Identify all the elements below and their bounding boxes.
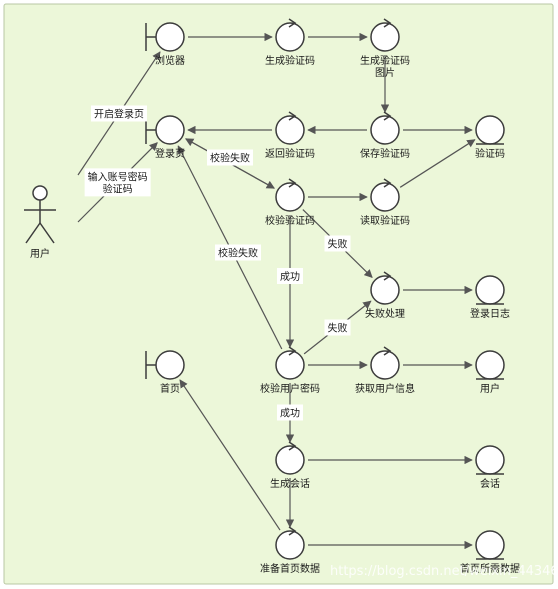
- node-login-log: 登录日志: [470, 275, 510, 320]
- edge-prep-home-to-home-page: [179, 379, 281, 531]
- control-icon: [275, 111, 305, 145]
- control-icon: [275, 18, 305, 52]
- node-label: 生成验证码: [360, 54, 410, 67]
- entity-icon: [475, 445, 505, 475]
- edge-label-text: 失败: [328, 238, 348, 251]
- edge-label-text: 失败: [328, 322, 348, 335]
- watermark-text: https://blog.csdn.net/weixin_44346686: [330, 564, 558, 579]
- node-label: 获取用户信息: [355, 382, 415, 395]
- edge-label: 失败: [324, 235, 351, 252]
- edge-read-code-to-code-entity: [399, 139, 476, 188]
- node-label: 验证码: [475, 147, 505, 160]
- node-label: 保存验证码: [360, 147, 410, 160]
- entity-icon: [475, 350, 505, 380]
- node-label: 校验验证码: [265, 214, 315, 227]
- entity-icon: [475, 275, 505, 305]
- node-get-user-info: 获取用户信息: [355, 346, 415, 395]
- node-read-code: 读取验证码: [360, 178, 410, 227]
- edge-label-text: 校验失败: [210, 152, 250, 165]
- node-label: 校验用户密码: [260, 382, 320, 395]
- control-icon: [275, 441, 305, 475]
- node-label: 会话: [480, 477, 500, 490]
- boundary-icon: [145, 115, 185, 145]
- node-label: 首页所需数据: [460, 562, 520, 575]
- control-icon: [370, 346, 400, 380]
- node-label: 生成会话: [270, 477, 310, 490]
- node-browser: 浏览器: [145, 22, 185, 67]
- edge-label: 成功: [277, 404, 303, 421]
- boundary-icon: [145, 22, 185, 52]
- edge-label-text: 成功: [280, 408, 300, 420]
- diagram-canvas: [3, 3, 554, 585]
- node-code-entity: 验证码: [475, 115, 505, 160]
- control-icon: [275, 526, 305, 560]
- node-prep-home: 准备首页数据: [260, 526, 320, 575]
- node-label: 登录日志: [470, 307, 510, 320]
- node-label: 读取验证码: [360, 214, 410, 227]
- edge-label: 校验失败: [215, 244, 261, 261]
- actor-user: 用户: [24, 185, 56, 260]
- node-label: 首页: [160, 382, 180, 395]
- edge-label: 校验失败: [207, 149, 253, 166]
- actor-label: 用户: [30, 247, 50, 260]
- entity-icon: [475, 530, 505, 560]
- node-user-entity: 用户: [475, 350, 505, 395]
- node-label-2: 图片: [375, 66, 395, 79]
- edge-label: 开启登录页: [91, 105, 148, 122]
- node-label: 用户: [480, 382, 500, 395]
- edge-label-text: 验证码: [103, 182, 133, 195]
- nodes-layer: 浏览器登录页首页生成验证码生成验证码图片返回验证码保存验证码校验验证码读取验证码…: [24, 18, 520, 575]
- edge-label-text: 输入账号密码: [88, 170, 148, 183]
- node-check-pwd: 校验用户密码: [260, 346, 320, 395]
- entity-icon: [475, 115, 505, 145]
- control-icon: [370, 178, 400, 212]
- node-label: 准备首页数据: [260, 562, 320, 575]
- boundary-icon: [145, 350, 185, 380]
- edge-label-text: 成功: [280, 271, 300, 283]
- node-label: 失败处理: [365, 307, 405, 320]
- node-login-page: 登录页: [145, 115, 185, 160]
- node-label: 返回验证码: [265, 147, 315, 160]
- node-save-code: 保存验证码: [360, 111, 410, 160]
- control-icon: [370, 18, 400, 52]
- node-return-code: 返回验证码: [265, 111, 315, 160]
- node-label: 登录页: [155, 147, 185, 160]
- control-icon: [370, 111, 400, 145]
- node-fail-handle: 失败处理: [365, 271, 405, 320]
- node-gen-code: 生成验证码: [265, 18, 315, 67]
- actor-icon: [24, 185, 56, 244]
- node-label: 生成验证码: [265, 54, 315, 67]
- node-session-entity: 会话: [475, 445, 505, 490]
- node-gen-session: 生成会话: [270, 441, 310, 490]
- edge-label-text: 开启登录页: [94, 107, 144, 120]
- edge-label: 成功: [277, 268, 303, 284]
- control-icon: [275, 178, 305, 212]
- node-check-code: 校验验证码: [265, 178, 315, 227]
- edge-label-text: 校验失败: [218, 247, 258, 260]
- node-home-data-entity: 首页所需数据: [460, 530, 520, 575]
- control-icon: [370, 271, 400, 305]
- node-home-page: 首页: [145, 350, 185, 395]
- edge-label: 失败: [324, 319, 351, 336]
- node-label: 浏览器: [155, 54, 185, 67]
- control-icon: [275, 346, 305, 380]
